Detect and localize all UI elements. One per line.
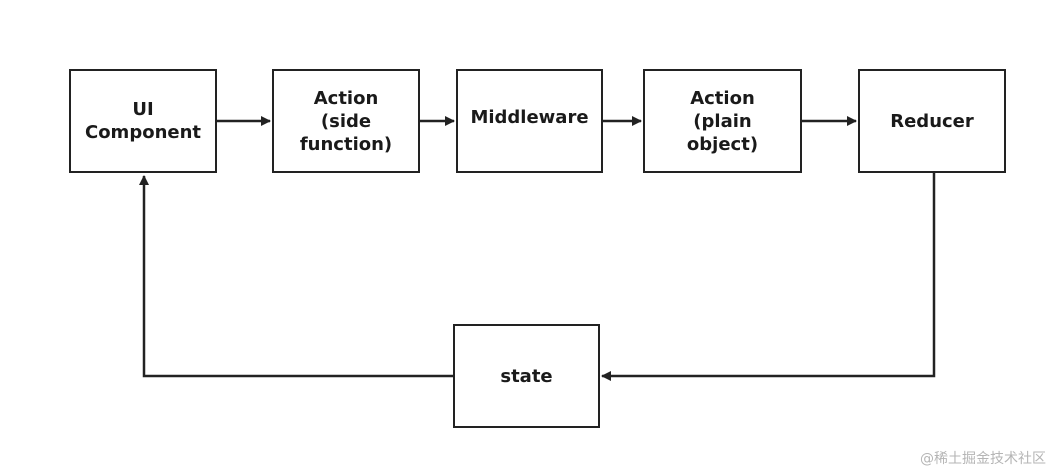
arrow-reducer-to-state — [601, 173, 936, 381]
action-plain-object-label: Action (plain object) — [686, 87, 759, 155]
ui-component-label: UI Component — [84, 99, 202, 143]
ui-component-node: UI Component — [69, 69, 217, 173]
watermark-text: @稀土掘金技术社区 — [920, 451, 1046, 467]
action-side-function-label: Action (side function) — [299, 87, 393, 155]
middleware-node: Middleware — [456, 69, 603, 173]
middleware-label: Middleware — [470, 106, 589, 128]
reducer-node: Reducer — [858, 69, 1006, 173]
arrow-state-to-ui — [139, 175, 453, 378]
action-side-function-node: Action (side function) — [272, 69, 420, 173]
state-node: state — [453, 324, 600, 428]
reducer-label: Reducer — [890, 110, 974, 132]
action-plain-object-node: Action (plain object) — [643, 69, 802, 173]
state-label: state — [500, 365, 553, 387]
